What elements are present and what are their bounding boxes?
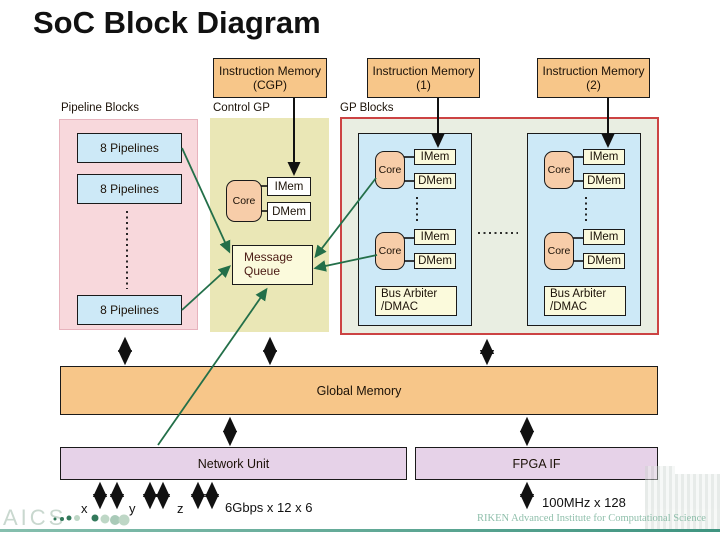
page-title: SoC Block Diagram [33,5,321,40]
control-gp-core-box: Core [226,180,262,222]
pipelines-box-1: 8 Pipelines [77,133,182,163]
gp2-bus-arbiter-box: Bus Arbiter /DMAC [544,286,626,316]
pipeline-blocks-label: Pipeline Blocks [61,102,139,114]
control-gp-label: Control GP [213,102,270,114]
footer-divider [0,529,720,532]
gp1-dmem-1-box: DMem [414,173,456,189]
network-unit-bar: Network Unit [60,447,407,480]
aics-logo-dots [53,514,130,526]
ellipsis-dots [126,197,587,289]
network-bandwidth-label: 6Gbps x 12 x 6 [225,500,313,515]
gp2-core-1-box: Core [544,151,574,189]
gp2-imem-2-box: IMem [583,229,625,245]
arrow-networkunit-mq [157,287,268,446]
control-gp-container [210,118,329,332]
control-gp-dmem-box: DMem [267,202,311,221]
building-watermark-image [645,466,720,529]
arrow-pipe1-mq [181,147,231,254]
pipelines-box-2: 8 Pipelines [77,174,182,204]
pipelines-box-3: 8 Pipelines [77,295,182,325]
global-memory-bar: Global Memory [60,366,658,415]
instruction-memory-cgp-box: Instruction Memory (CGP) [213,58,327,98]
control-gp-imem-box: IMem [267,177,311,196]
instruction-memory-2-box: Instruction Memory (2) [537,58,650,98]
arrow-gpcore2-mq [313,254,378,272]
fpga-if-bar: FPGA IF [415,447,658,480]
message-queue-box: Message Queue [232,245,313,285]
axis-x-label: x [81,501,88,516]
gp1-core-2-box: Core [375,232,405,270]
fpga-bandwidth-label: 100MHz x 128 [542,495,626,510]
gp1-imem-2-box: IMem [414,229,456,245]
core-mem-stubs [261,156,583,262]
instruction-memory-arrows [287,98,615,176]
gp2-imem-1-box: IMem [583,149,625,165]
message-queue-arrows [157,147,378,446]
gp2-core-2-box: Core [544,232,574,270]
gp-blocks-label: GP Blocks [340,102,394,114]
instruction-memory-1-box: Instruction Memory (1) [367,58,480,98]
gp1-core-1-box: Core [375,151,405,189]
gp2-dmem-1-box: DMem [583,173,625,189]
axis-y-label: y [129,501,136,516]
axis-z-label: z [177,501,184,516]
gp2-dmem-2-box: DMem [583,253,625,269]
arrow-gpcore1-mq [314,177,377,259]
riken-credit-text: RIKEN Advanced Institute for Computation… [477,513,706,524]
gp1-bus-arbiter-box: Bus Arbiter /DMAC [375,286,457,316]
bus-double-arrows [92,336,535,510]
arrow-pipe3-mq [181,265,231,311]
gp1-imem-1-box: IMem [414,149,456,165]
aics-logo: AICS [3,505,67,530]
gp1-dmem-2-box: DMem [414,253,456,269]
